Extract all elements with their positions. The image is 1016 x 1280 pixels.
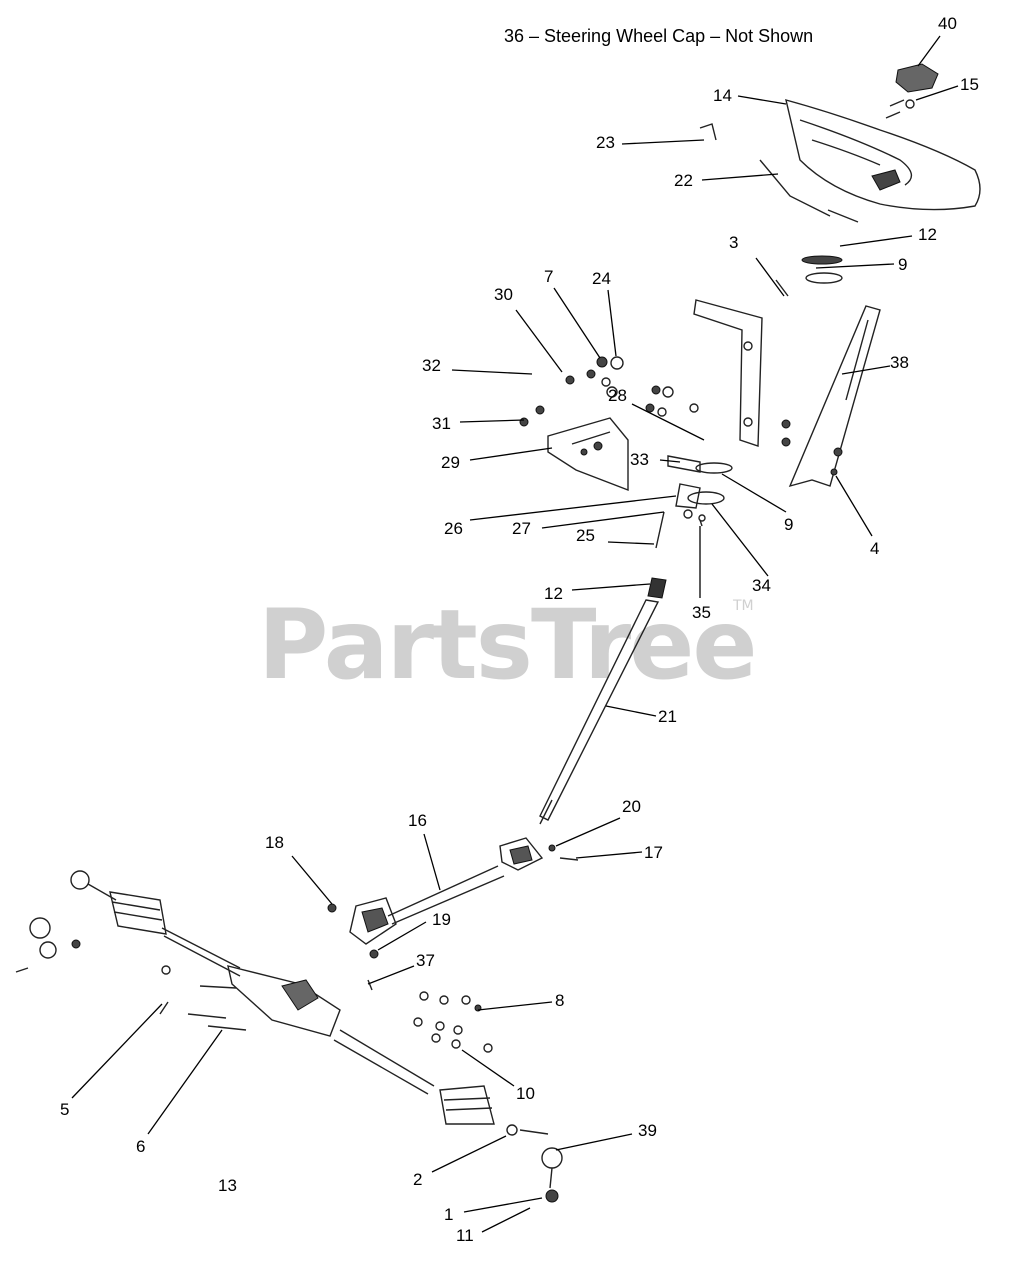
callout-33: 33 (630, 450, 649, 469)
callout-17: 17 (644, 843, 663, 862)
callout-20: 20 (622, 797, 641, 816)
callout-4: 4 (870, 539, 879, 558)
callout-34: 34 (752, 576, 771, 595)
callout-15: 15 (960, 75, 979, 94)
callout-2: 2 (413, 1170, 422, 1189)
shaft-bearing-parts (655, 455, 733, 549)
callout-18: 18 (265, 833, 284, 852)
callout-24: 24 (592, 269, 611, 288)
callout-25: 25 (576, 526, 595, 545)
upper-shaft-parts (775, 255, 843, 297)
watermark-trademark: TM (732, 598, 754, 614)
steering-wheel (699, 99, 981, 223)
leader-lines (71, 35, 959, 1233)
callout-32: 32 (422, 356, 441, 375)
callout-38: 38 (890, 353, 909, 372)
callout-31: 31 (432, 414, 451, 433)
callout-9-top: 9 (898, 255, 907, 274)
diagram-note: 36 – Steering Wheel Cap – Not Shown (504, 26, 813, 46)
callout-29: 29 (441, 453, 460, 472)
mounting-bracket (689, 299, 791, 447)
callout-28: 28 (608, 386, 627, 405)
callout-11: 11 (456, 1226, 474, 1245)
callout-27: 27 (512, 519, 531, 538)
steering-shaft (539, 577, 667, 825)
callout-26: 26 (444, 519, 463, 538)
bracket-hardware (519, 356, 674, 427)
steering-rack (70, 870, 563, 1203)
callout-labels: 40 15 14 23 22 3 12 9 7 24 30 32 28 38 3… (60, 14, 979, 1245)
callout-3: 3 (729, 233, 738, 252)
callout-10: 10 (516, 1084, 535, 1103)
callout-13: 13 (218, 1176, 237, 1195)
steering-column-tube (788, 305, 881, 488)
callout-7: 7 (544, 267, 553, 286)
lower-bracket (547, 417, 629, 492)
callout-12-top: 12 (918, 225, 937, 244)
callout-5: 5 (60, 1100, 69, 1119)
callout-1: 1 (444, 1205, 453, 1224)
callout-40: 40 (938, 14, 957, 33)
steering-wheel-nut (885, 63, 939, 119)
callout-8: 8 (555, 991, 564, 1010)
universal-joint (327, 837, 579, 959)
callout-23: 23 (596, 133, 615, 152)
callout-6: 6 (136, 1137, 145, 1156)
callout-30: 30 (494, 285, 513, 304)
callout-12-mid: 12 (544, 584, 563, 603)
rack-hardware (15, 917, 493, 1053)
watermark: PartsTree (258, 589, 755, 701)
callout-14: 14 (713, 86, 732, 105)
callout-19: 19 (432, 910, 451, 929)
callout-35: 35 (692, 603, 711, 622)
callout-22: 22 (674, 171, 693, 190)
callout-37: 37 (416, 951, 435, 970)
callout-16: 16 (408, 811, 427, 830)
callout-39: 39 (638, 1121, 657, 1140)
callout-21: 21 (658, 707, 677, 726)
callout-9-mid: 9 (784, 515, 793, 534)
